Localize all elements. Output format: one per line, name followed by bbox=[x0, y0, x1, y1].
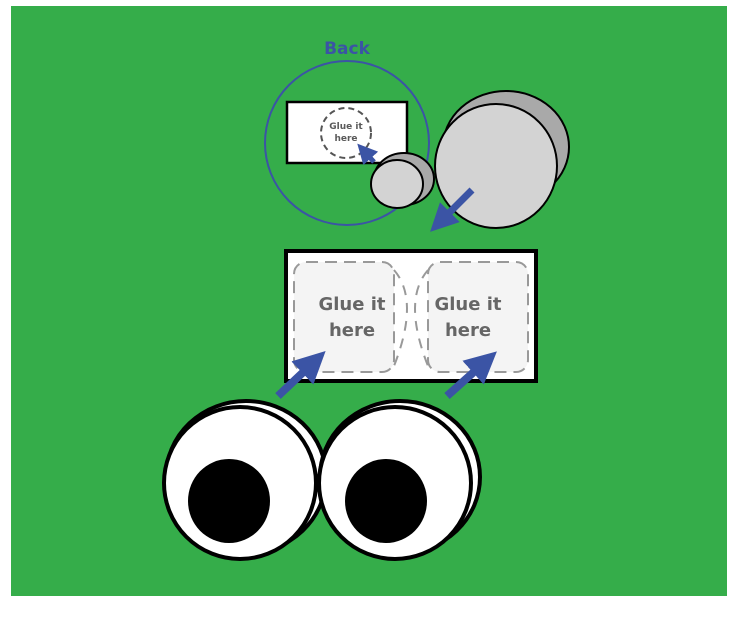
right-glue-label-line1: Glue it bbox=[434, 294, 501, 315]
back-glue-label-line1: Glue it bbox=[329, 122, 363, 132]
right-glue-zone bbox=[428, 262, 528, 372]
pupil bbox=[188, 459, 270, 543]
right-glue-label-line2: here bbox=[445, 320, 491, 341]
left-glue-label-line2: here bbox=[329, 320, 375, 341]
front-card: Glue it here Glue it here bbox=[286, 251, 536, 381]
left-glue-zone bbox=[294, 262, 394, 372]
pupil bbox=[345, 459, 427, 543]
left-glue-label-line1: Glue it bbox=[318, 294, 385, 315]
back-glue-label-line2: here bbox=[334, 134, 357, 144]
back-card bbox=[287, 102, 407, 163]
back-heading: Back bbox=[324, 39, 371, 59]
